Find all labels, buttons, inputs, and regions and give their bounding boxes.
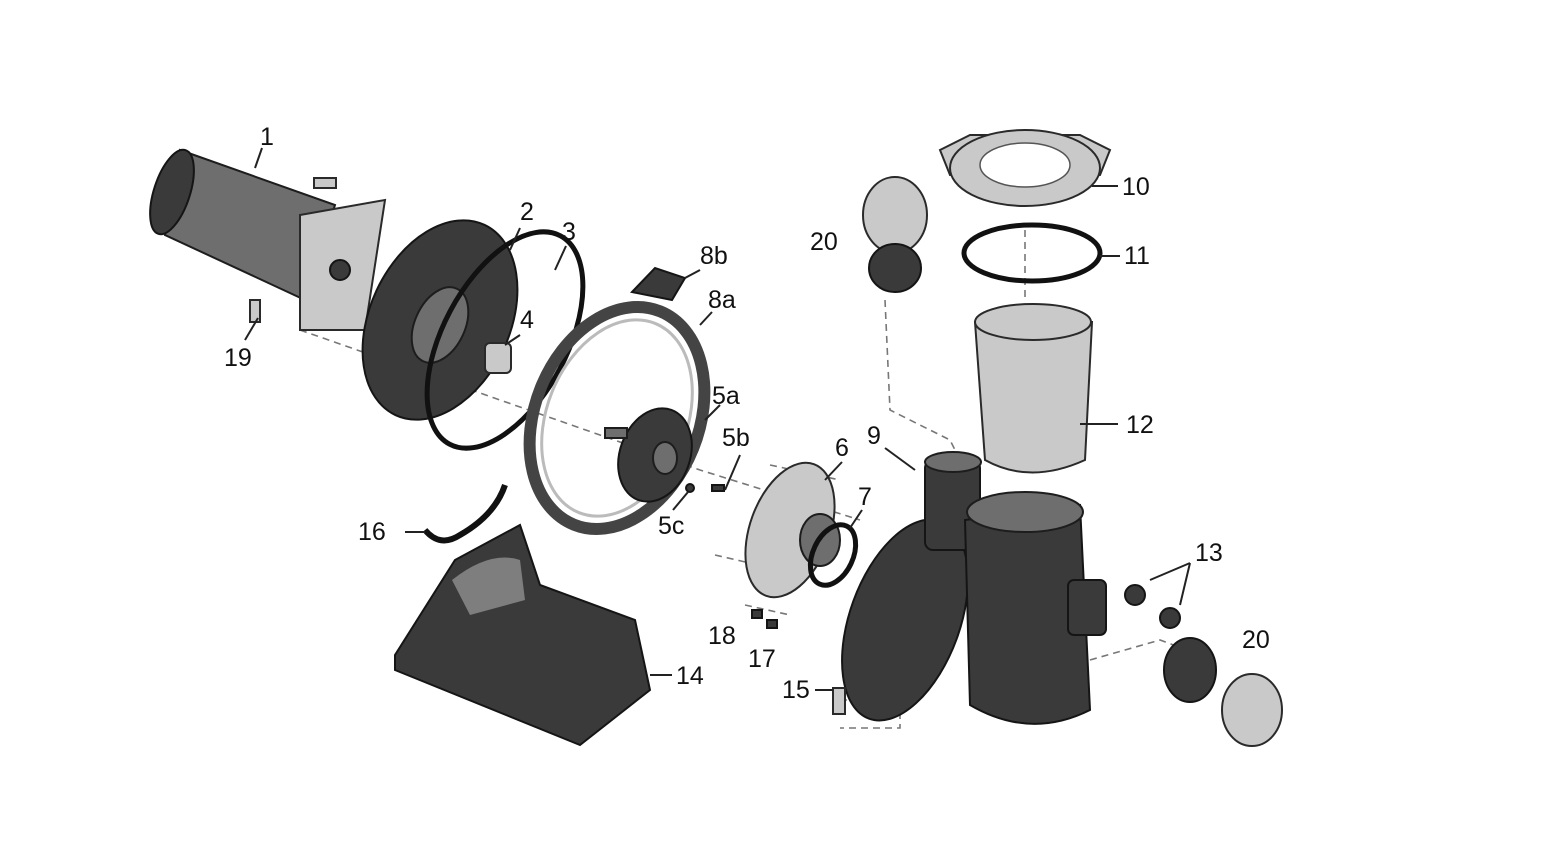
motor-support-pad <box>422 483 508 544</box>
housing-screw <box>751 609 763 619</box>
label-1: 1 <box>260 123 274 151</box>
diffuser-ring <box>523 301 711 535</box>
label-9: 9 <box>867 422 881 450</box>
callout-labels: 1 2 3 4 5a 5b 5c 6 7 8a 8b 9 10 11 12 13… <box>224 123 1270 704</box>
label-11: 11 <box>1124 242 1150 270</box>
drain-plug-b <box>1159 607 1181 629</box>
label-14: 14 <box>676 662 704 690</box>
label-17: 17 <box>748 645 776 673</box>
label-2: 2 <box>520 198 534 226</box>
label-19: 19 <box>224 344 252 372</box>
label-4: 4 <box>520 306 534 334</box>
union-fittings-side <box>1163 637 1283 747</box>
housing-bolt <box>832 687 846 715</box>
drain-plug-a <box>1124 584 1146 606</box>
label-5a: 5a <box>712 382 740 410</box>
label-18: 18 <box>708 622 736 650</box>
label-10: 10 <box>1122 173 1150 201</box>
seal-housing-o-ring <box>807 522 859 588</box>
label-20-top: 20 <box>810 228 838 256</box>
strainer-lid <box>938 129 1112 207</box>
strainer-basket <box>973 303 1094 474</box>
seal-plate-o-ring <box>424 229 586 451</box>
impeller-washer <box>685 483 695 493</box>
washer <box>766 619 778 629</box>
label-3: 3 <box>562 218 576 246</box>
label-8a: 8a <box>708 286 736 314</box>
motor-support <box>394 523 652 747</box>
label-16: 16 <box>358 518 386 546</box>
label-5c: 5c <box>658 512 684 540</box>
label-13: 13 <box>1195 539 1223 567</box>
label-15: 15 <box>782 676 810 704</box>
impeller <box>604 407 693 503</box>
mechanical-seal <box>484 342 512 374</box>
motor-bolt-upper <box>313 177 337 189</box>
label-5b: 5b <box>722 424 750 452</box>
pump-body <box>841 451 1107 725</box>
label-6: 6 <box>835 434 849 462</box>
diffuser-gasket <box>630 266 687 302</box>
impeller-screw <box>711 484 725 492</box>
label-12: 12 <box>1126 411 1154 439</box>
union-fittings-top <box>862 176 928 293</box>
label-7: 7 <box>858 483 872 511</box>
motor <box>149 148 387 331</box>
lid-o-ring <box>961 222 1103 284</box>
label-20-side: 20 <box>1242 626 1270 654</box>
label-8b: 8b <box>700 242 728 270</box>
leader-lines <box>244 147 1191 691</box>
